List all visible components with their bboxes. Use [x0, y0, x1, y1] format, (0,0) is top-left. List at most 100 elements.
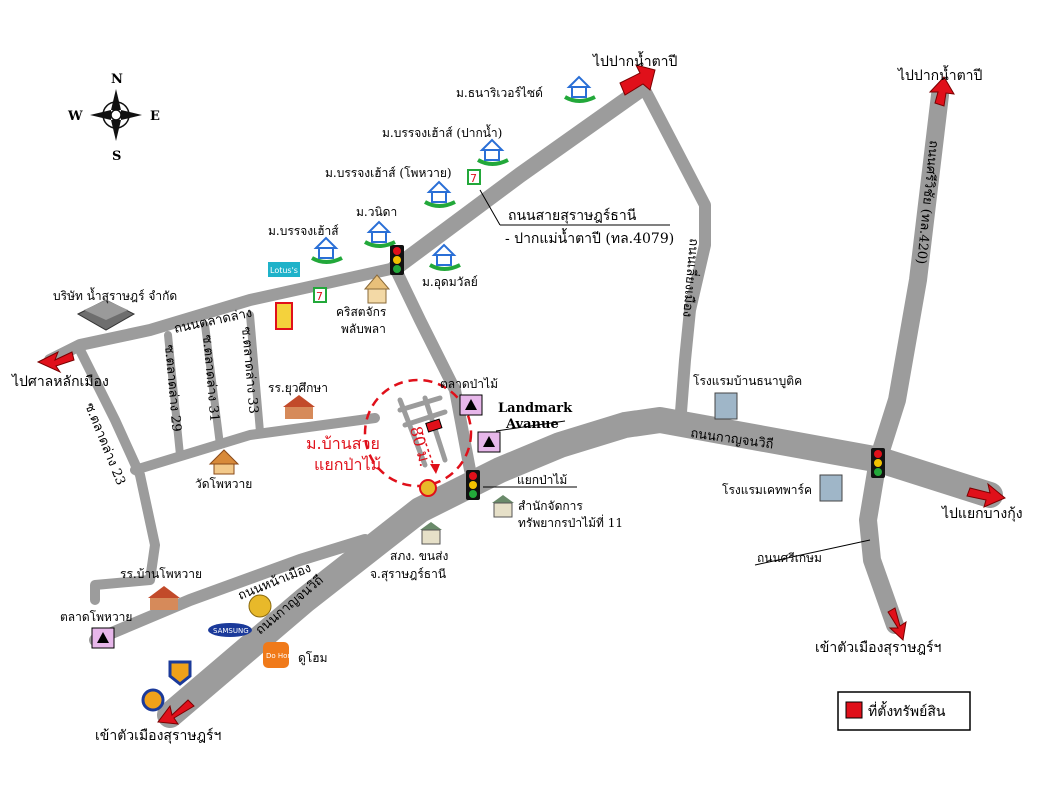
- label-top-arrow-2: ไปปากน้ำตาปี: [897, 65, 983, 84]
- compass-n: N: [111, 72, 123, 87]
- label-bottom-left-arrow: เข้าตัวเมืองสุราษฎร์ฯ: [95, 727, 221, 744]
- label-school-phohwai: รร.บ้านโพหวาย: [120, 567, 202, 581]
- factory-icon-roof: [84, 300, 128, 320]
- road-4079: [387, 82, 648, 276]
- gov-icon-police: [420, 522, 442, 545]
- label-road-surat-1: ถนนสายสุราษฎร์ธานี: [508, 207, 637, 224]
- lotus-icon: Lotus's: [268, 262, 300, 277]
- hotel-icon-bantana: [714, 392, 738, 420]
- label-project-2: แยกป่าไม้: [314, 455, 381, 474]
- school-icon-yutthasuksa-roof: [283, 395, 315, 407]
- gov-icon-police-body: [421, 529, 441, 545]
- label-v-banjong-paknam: ม.บรรจงเฮ้าส์ (ปากน้ำ): [382, 124, 502, 140]
- house-icon-wanida-grass: [364, 240, 396, 248]
- gov-icon-police-roof: [420, 522, 442, 530]
- compass-south-point: [111, 120, 121, 141]
- leader-surat: [479, 189, 501, 226]
- church-icon-body: [367, 288, 387, 304]
- seven-eleven-icon-bottom-glyph: 7: [316, 290, 323, 303]
- house-icon-wanida-body: [371, 231, 387, 243]
- traffic-light-1-green: [393, 265, 401, 273]
- arrow-bottom-right-city: [887, 607, 907, 641]
- road-soi33: [246, 311, 264, 436]
- label-church-1: คริสตจักร: [336, 305, 387, 319]
- traffic-light-1-red: [393, 247, 401, 255]
- school-icon-phohwai-body: [150, 598, 178, 610]
- legend: ที่ตั้งทรัพย์สิน: [837, 691, 971, 731]
- label-soi-29: ซ.ตลาดล่าง 29: [161, 344, 184, 432]
- house-icon-banjong-paknam-grass: [477, 158, 509, 166]
- seven-eleven-icon-top-glyph: 7: [470, 172, 477, 185]
- emblem-icon: [141, 688, 165, 712]
- house-icon-wanida-roof: [366, 220, 392, 233]
- underline-sriket: [754, 539, 871, 566]
- arrow-right-bangkung: [966, 482, 1006, 508]
- traffic-light-3-yellow: [874, 459, 882, 467]
- label-v-udomwan: ม.อุดมวัลย์: [422, 275, 478, 290]
- label-soi-31: ซ.ตลาดล่าง 31: [199, 334, 222, 422]
- bank-icon-project: [419, 479, 437, 497]
- road-soi23: [75, 345, 160, 605]
- shop-icon: [275, 302, 293, 330]
- label-bottom-right-arrow: เข้าตัวเมืองสุราษฎร์ฯ: [815, 639, 941, 656]
- house-icon-dhanariver-roof: [566, 75, 592, 88]
- label-top-arrow-1: ไปปากน้ำตาปี: [592, 51, 678, 70]
- lotus-icon-badge: [268, 262, 300, 277]
- road-taladlang: [44, 262, 401, 366]
- samsung-logo: SAMSUNG: [208, 623, 252, 637]
- compass-center: [110, 109, 122, 121]
- house-icon-udomwan-body: [436, 254, 452, 266]
- shield-icon: [168, 660, 192, 686]
- label-v-dhanariver: ม.ธนาริเวอร์ไซด์: [456, 86, 543, 100]
- temple-icon-roof: [208, 449, 240, 465]
- house-icon-banjong: [311, 236, 343, 264]
- legend-label: ที่ตั้งทรัพย์สิน: [868, 701, 946, 720]
- house-icon-banjong-phohwai-roof: [426, 180, 452, 193]
- bank-icon: [248, 594, 272, 618]
- traffic-light-2-green: [469, 490, 477, 498]
- label-church-2: พลับพลา: [341, 322, 386, 336]
- label-market-phohwai: ตลาดโพหวาย: [60, 610, 132, 624]
- house-icon-banjong-grass: [311, 256, 343, 264]
- market-icon-pamai: [459, 394, 483, 416]
- house-icon-udomwan-grass: [429, 263, 461, 271]
- dohome-logo-text: Do Home: [266, 652, 299, 660]
- label-project-1: ม.บ้านสวย: [306, 434, 380, 453]
- property-radius: [363, 378, 473, 488]
- house-icon-banjong-phohwai-grass: [424, 200, 456, 208]
- label-landmark-2: Avanue: [505, 417, 559, 432]
- underline-landmark: [495, 420, 566, 432]
- label-yaek-pamai: แยกป่าไม้: [517, 473, 567, 487]
- label-wat-phohwai: วัดโพหวาย: [195, 477, 252, 491]
- house-icon-dhanariver-grass: [564, 95, 596, 103]
- label-soi-33: ซ.ตลาดล่าง 33: [238, 326, 261, 414]
- road-muangmai: [639, 84, 711, 431]
- market-icon-landmark-glyph: [483, 436, 495, 447]
- school-icon-phohwai-roof: [148, 586, 180, 598]
- distance-arrow-head: [430, 464, 440, 474]
- road-kanjanavithi: [157, 407, 1003, 728]
- factory-icon: [76, 299, 136, 331]
- dohome-logo-badge: [263, 642, 289, 668]
- school-icon-phohwai: [148, 586, 180, 610]
- temple-icon-body: [213, 463, 235, 475]
- traffic-light-3-green: [874, 468, 882, 476]
- gov-icon-forest-roof: [492, 495, 514, 503]
- house-icon-banjong-roof: [313, 236, 339, 249]
- market-icon-phohwai-glyph: [97, 632, 109, 643]
- samsung-logo-oval: [208, 623, 252, 637]
- road-soi29: [164, 331, 184, 459]
- house-icon-dhanariver-body: [571, 86, 587, 98]
- school-icon-yutthasuksa: [283, 395, 315, 419]
- road-to-pamai: [389, 262, 476, 476]
- road-naamueang: [89, 534, 371, 646]
- gov-icon-forest: [492, 495, 514, 518]
- label-hotel-kaspark: โรงแรมเคทพาร์ค: [722, 483, 812, 497]
- label-forest-2: ทรัพยากรป่าไม้ที่ 11: [518, 514, 623, 530]
- property-marker[interactable]: [425, 418, 443, 433]
- traffic-light-1-yellow: [393, 256, 401, 264]
- direction-arrows: [36, 64, 1006, 725]
- label-market-pamai: ตลาดป่าไม้: [440, 377, 498, 391]
- church-icon: [363, 274, 391, 304]
